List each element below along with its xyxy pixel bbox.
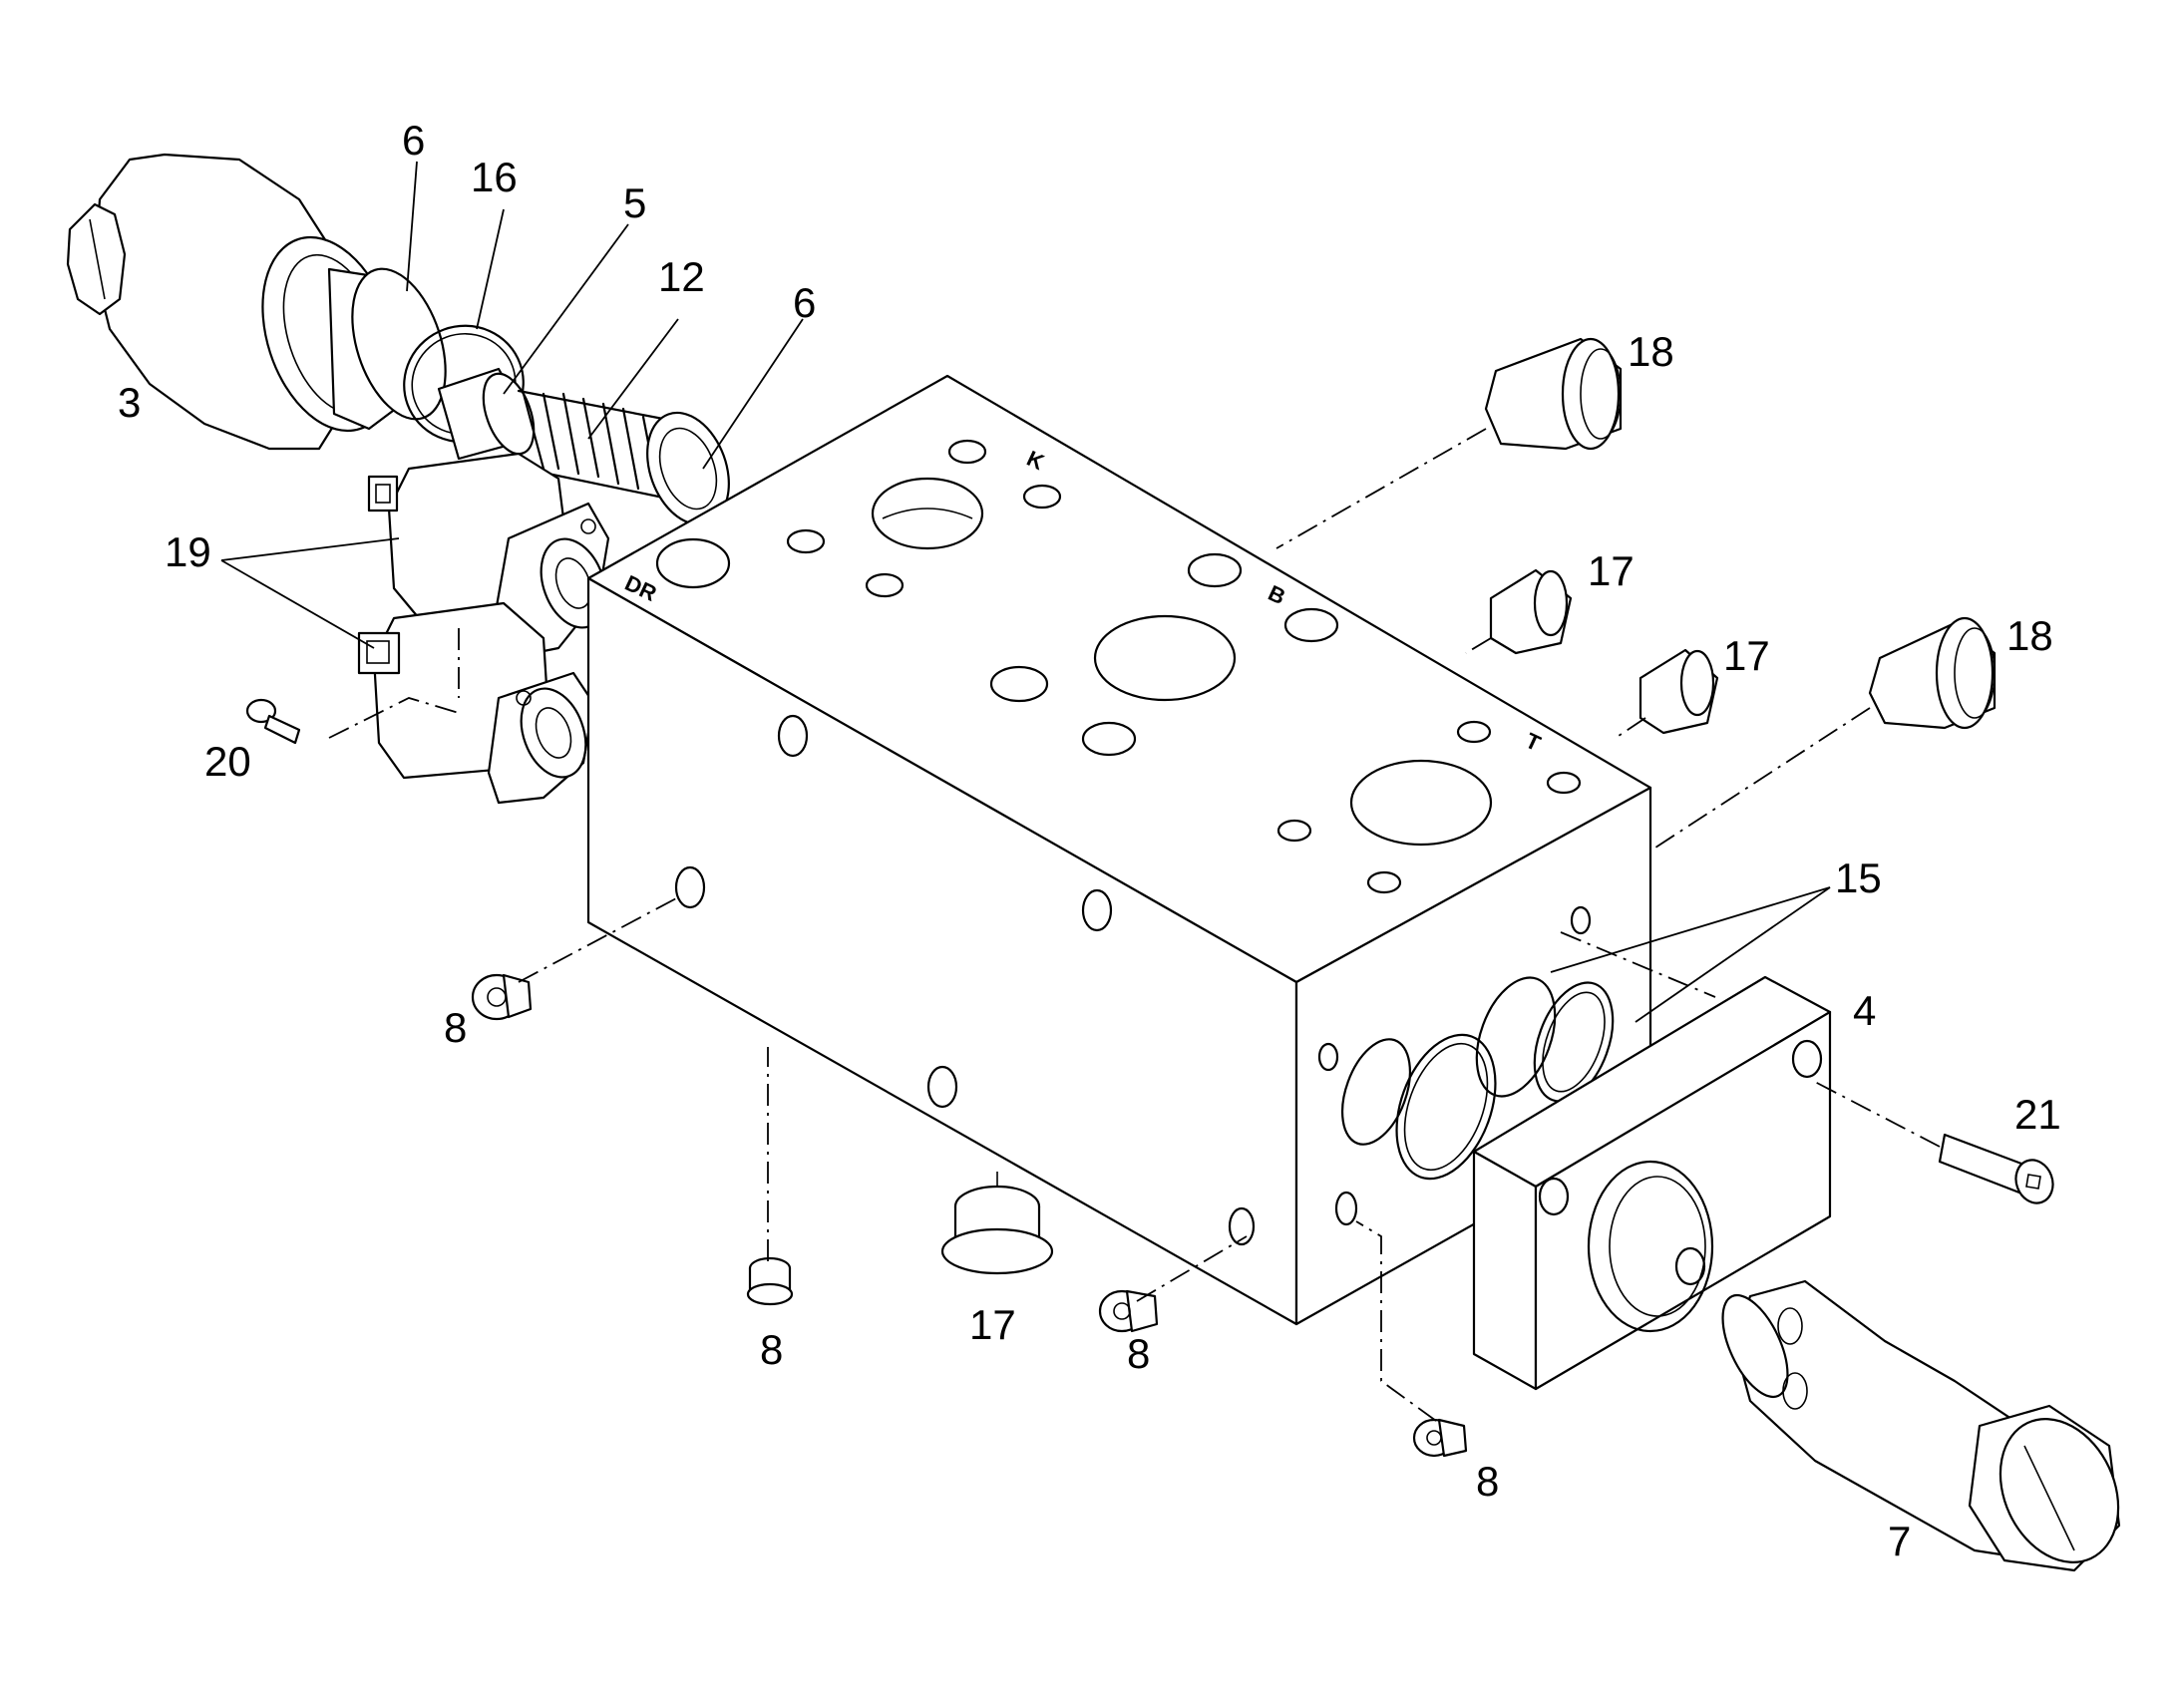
callout-12: 12 xyxy=(658,253,705,300)
plug-part-8-bottom-right xyxy=(1412,1418,1468,1458)
nut-part-6-upper xyxy=(646,411,730,526)
callout-labels: 3 6 16 5 12 6 19 20 18 17 17 18 15 4 21 … xyxy=(118,117,2061,1564)
plug-part-18-lower xyxy=(1868,616,1997,730)
callout-17-lower: 17 xyxy=(969,1301,1016,1348)
screw-part-21 xyxy=(1938,1133,2054,1204)
callout-18-lower: 18 xyxy=(2006,612,2053,659)
callout-18-upper: 18 xyxy=(1628,328,1674,375)
screw-part-20 xyxy=(245,698,301,745)
callout-7: 7 xyxy=(1888,1518,1911,1564)
callout-8-bottom-center: 8 xyxy=(1127,1330,1150,1377)
callout-17-middle: 17 xyxy=(1723,632,1770,679)
callout-3: 3 xyxy=(118,379,141,426)
plug-part-17-middle xyxy=(1638,648,1719,735)
plug-part-8-left xyxy=(471,973,533,1021)
core-tube-part-5 xyxy=(437,367,536,461)
valve-block-body: K B T DR xyxy=(586,374,1652,1326)
callout-8-left: 8 xyxy=(444,1004,467,1051)
callout-19: 19 xyxy=(165,528,211,575)
plug-part-17-upper xyxy=(1489,568,1573,655)
callout-17-upper: 17 xyxy=(1588,547,1635,594)
assembly-centerlines xyxy=(328,428,1941,1422)
solenoid-valve-part-19-lower xyxy=(357,601,595,805)
spring-part-12 xyxy=(517,389,670,501)
callout-6-upper: 6 xyxy=(402,117,425,164)
callout-4: 4 xyxy=(1853,987,1876,1034)
callout-21: 21 xyxy=(2014,1091,2061,1138)
plug-part-17-lower xyxy=(940,1185,1054,1275)
callout-8-bottom-left: 8 xyxy=(760,1326,783,1373)
callout-5: 5 xyxy=(623,179,646,226)
seal-ring-part-15 xyxy=(1395,976,1615,1181)
callout-16: 16 xyxy=(471,154,518,200)
solenoid-coil-part-3 xyxy=(66,153,447,451)
callout-15: 15 xyxy=(1835,854,1882,901)
callout-6-lower: 6 xyxy=(793,279,816,326)
callout-20: 20 xyxy=(204,738,251,785)
plug-part-18-upper xyxy=(1484,337,1623,451)
plug-part-8-bottom-center xyxy=(1098,1289,1159,1333)
callout-8-bottom-right: 8 xyxy=(1476,1458,1499,1505)
flange-plate-part-4 xyxy=(1472,975,1832,1391)
plug-part-8-bottom-left xyxy=(746,1256,794,1306)
callout-leaders xyxy=(220,161,1831,1023)
cartridge-valve-part-7 xyxy=(1721,1279,2121,1572)
